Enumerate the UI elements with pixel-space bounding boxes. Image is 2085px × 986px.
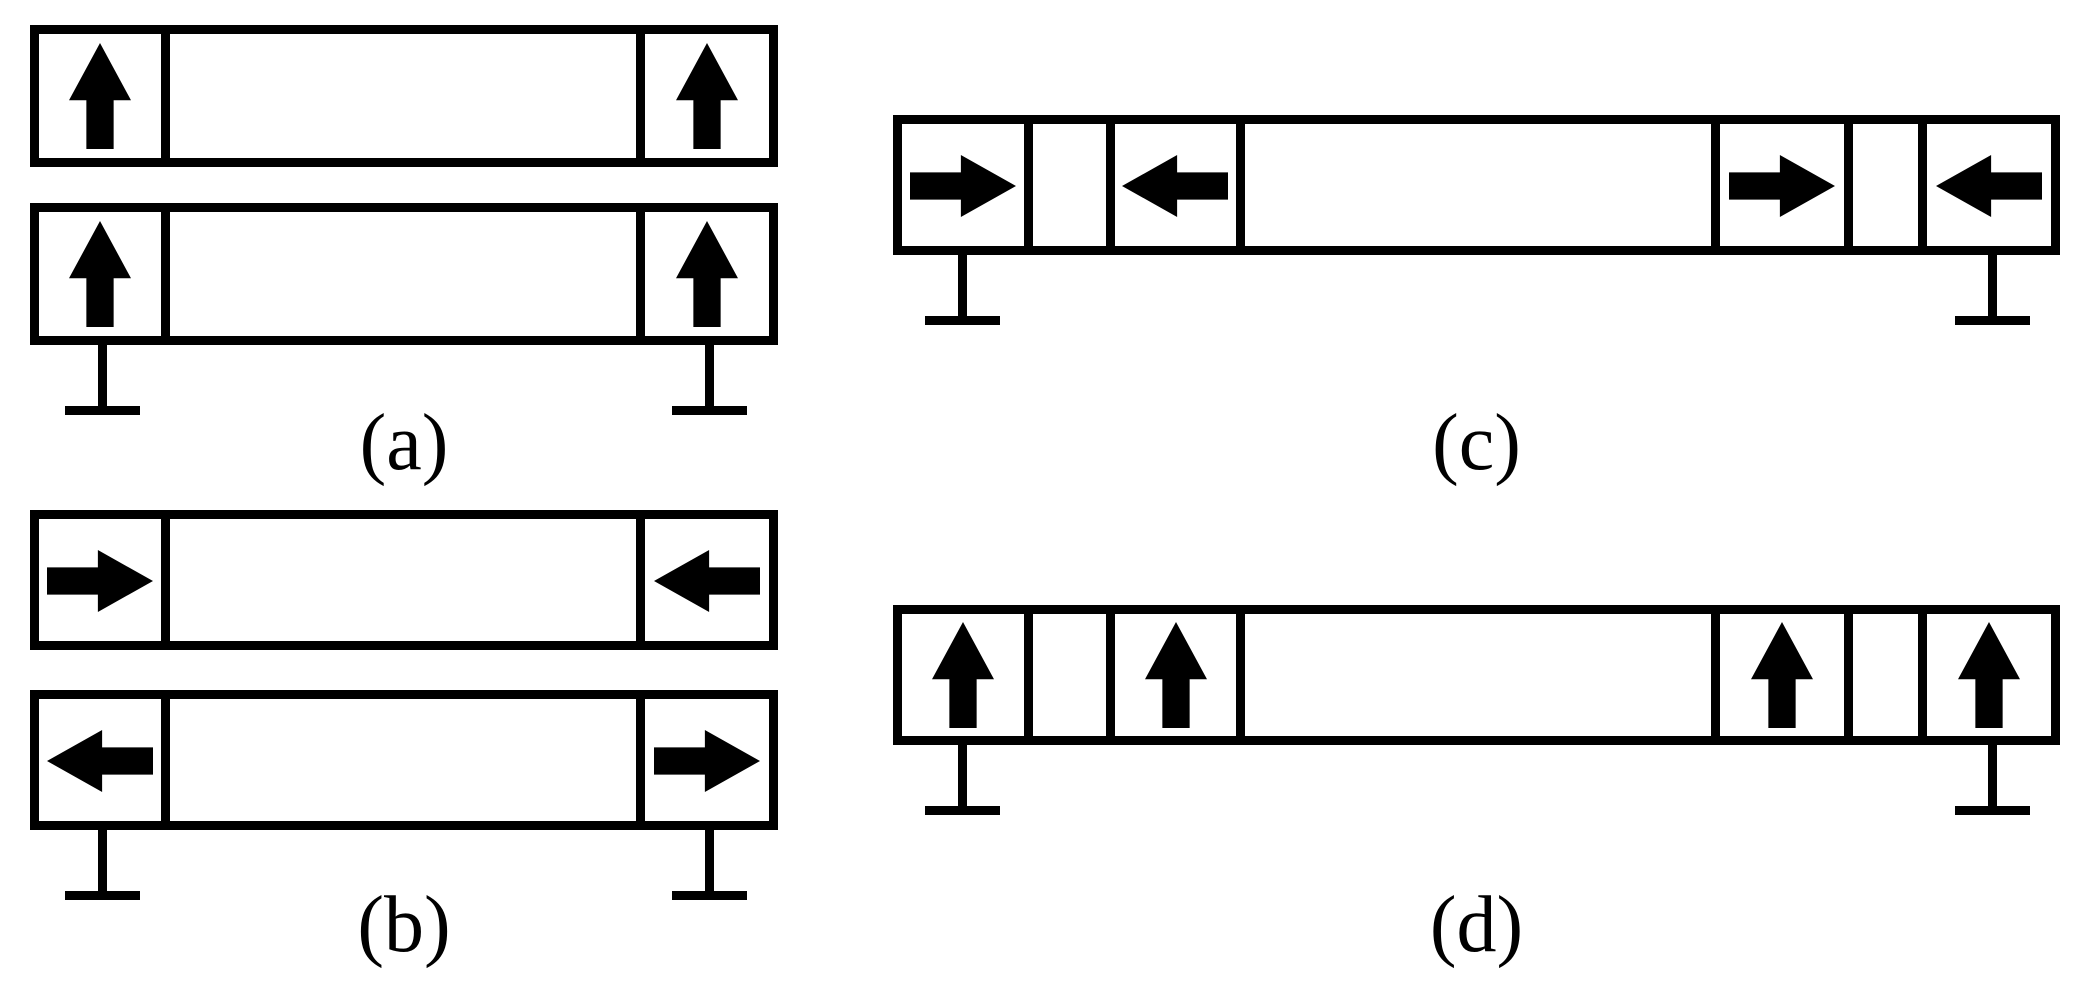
ground-stem (958, 255, 967, 316)
nanowire-bar (30, 25, 778, 167)
ground-icon (1955, 255, 2030, 325)
cell-divider (161, 519, 170, 641)
panel-label-c: (c) (1432, 399, 1521, 487)
ground-stem (705, 830, 714, 891)
panel-label-d: (d) (1429, 881, 1524, 969)
ground-plate (65, 891, 140, 900)
cell-divider (1711, 614, 1720, 736)
ground-stem (705, 345, 714, 406)
ground-plate (1955, 316, 2030, 325)
magnetization-arrow-icon (932, 622, 994, 728)
nanowire-bar (30, 510, 778, 650)
ground-icon (1955, 745, 2030, 815)
ground-plate (672, 406, 747, 415)
cell-divider (161, 34, 170, 158)
cell-divider (1236, 614, 1245, 736)
ground-plate (925, 316, 1000, 325)
cell-divider (161, 699, 170, 821)
magnetization-arrow-icon (1958, 622, 2020, 728)
ground-stem (1988, 255, 1997, 316)
magnetization-arrow-icon (1936, 155, 2042, 217)
cell-divider (161, 212, 170, 336)
panel-label-b: (b) (357, 881, 451, 969)
cell-divider (1918, 614, 1927, 736)
ground-plate (65, 406, 140, 415)
magnetization-arrow-icon (69, 43, 131, 149)
ground-icon (672, 830, 747, 900)
ground-plate (1955, 806, 2030, 815)
cell-divider (636, 34, 645, 158)
nanowire-bar (30, 690, 778, 830)
cell-divider (1711, 124, 1720, 246)
panel-label-a: (a) (359, 399, 449, 487)
magnetization-arrow-icon (47, 550, 153, 612)
ground-plate (925, 806, 1000, 815)
magnetization-arrow-icon (676, 221, 738, 327)
magnetization-arrow-icon (47, 730, 153, 792)
cell-divider (1024, 614, 1033, 736)
magnetization-arrow-icon (1122, 155, 1228, 217)
magnetization-arrow-icon (676, 43, 738, 149)
ground-icon (672, 345, 747, 415)
magnetization-arrow-icon (1729, 155, 1835, 217)
magnetization-arrow-icon (69, 221, 131, 327)
cell-divider (1106, 124, 1115, 246)
nanowire-bar (30, 203, 778, 345)
magnetization-arrow-icon (910, 155, 1016, 217)
ground-stem (958, 745, 967, 806)
magnetization-arrow-icon (654, 730, 760, 792)
cell-divider (1024, 124, 1033, 246)
magnetization-arrow-icon (654, 550, 760, 612)
cell-divider (1106, 614, 1115, 736)
cell-divider (1236, 124, 1245, 246)
cell-divider (636, 212, 645, 336)
ground-icon (65, 830, 140, 900)
nanowire-bar (893, 605, 2060, 745)
magnetization-arrow-icon (1145, 622, 1207, 728)
ground-icon (925, 255, 1000, 325)
ground-icon (65, 345, 140, 415)
nanowire-bar (893, 115, 2060, 255)
ground-stem (98, 830, 107, 891)
cell-divider (636, 519, 645, 641)
ground-stem (98, 345, 107, 406)
ground-stem (1988, 745, 1997, 806)
cell-divider (1918, 124, 1927, 246)
cell-divider (636, 699, 645, 821)
ground-plate (672, 891, 747, 900)
cell-divider (1844, 614, 1853, 736)
magnetization-arrow-icon (1751, 622, 1813, 728)
cell-divider (1844, 124, 1853, 246)
ground-icon (925, 745, 1000, 815)
